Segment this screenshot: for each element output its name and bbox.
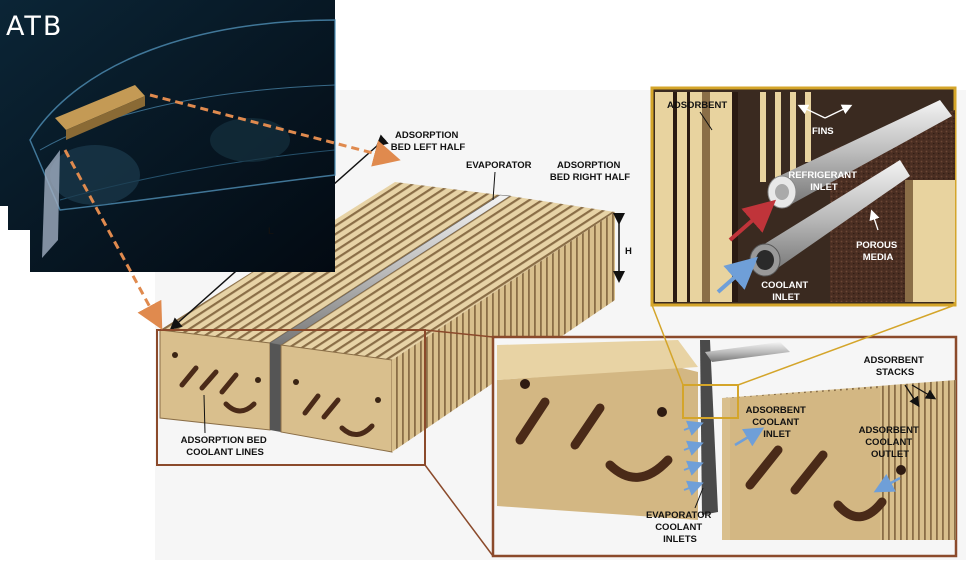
label-coolant-lines: ADSORPTION BED COOLANT LINES	[181, 435, 270, 458]
callout-connector	[424, 464, 494, 557]
coolant-port	[172, 352, 178, 358]
coolant-lines-leader	[203, 394, 206, 434]
adsorbent-leader	[699, 111, 713, 131]
inset-pointer-arrow	[149, 93, 401, 167]
label-adsorbent-stacks: ADSORBENT STACKS	[864, 355, 927, 378]
callout-connector	[424, 329, 494, 338]
evaporator-inlets-leader	[694, 487, 704, 509]
coolant-port	[293, 379, 299, 385]
label-adsorbent-coolant-inlet: ADSORBENT COOLANT INLET	[746, 405, 809, 440]
label-porous-media: POROUS MEDIA	[856, 240, 900, 263]
label-evaporator-coolant-inlets: EVAPORATOR COOLANT INLETS	[646, 510, 714, 545]
coolant-port	[375, 397, 381, 403]
label-fins: FINS	[812, 126, 834, 137]
label-adsorbent-coolant-outlet: ADSORBENT COOLANT OUTLET	[859, 425, 922, 460]
coolant-line	[219, 372, 239, 395]
gold-connector	[651, 304, 684, 386]
bed-detail-closeup	[491, 335, 958, 558]
gold-zoom-marker	[682, 384, 739, 419]
label-bed-right-half: ADSORPTION BED RIGHT HALF	[550, 160, 630, 183]
refrigerant-inlet-closeup	[650, 86, 957, 307]
coolant-line	[302, 393, 321, 416]
vehicle-inset: ATB	[0, 0, 336, 272]
coolant-line	[179, 365, 199, 388]
label-bed-left-half: ADSORPTION BED LEFT HALF	[391, 130, 466, 153]
label-refrigerant-inlet: REFRIGERANT INLET	[788, 170, 859, 193]
gold-connector	[737, 304, 956, 386]
label-evaporator: EVAPORATOR	[466, 160, 532, 171]
left-detail-callout-frame	[156, 329, 426, 466]
label-coolant-inlet: COOLANT INLET	[761, 280, 811, 303]
label-length: L	[268, 226, 274, 237]
coolant-line	[199, 369, 219, 391]
coolant-port	[255, 377, 261, 383]
label-adsorbent: ADSORBENT	[667, 100, 727, 111]
inset-pointer-arrow	[63, 149, 163, 330]
coolant-line	[223, 401, 257, 414]
label-height: H	[625, 246, 632, 257]
inset-title: ATB	[6, 11, 63, 42]
coolant-line	[339, 423, 375, 437]
atb-module	[55, 85, 145, 130]
evaporator-leader	[492, 171, 496, 201]
coolant-line	[321, 397, 341, 420]
